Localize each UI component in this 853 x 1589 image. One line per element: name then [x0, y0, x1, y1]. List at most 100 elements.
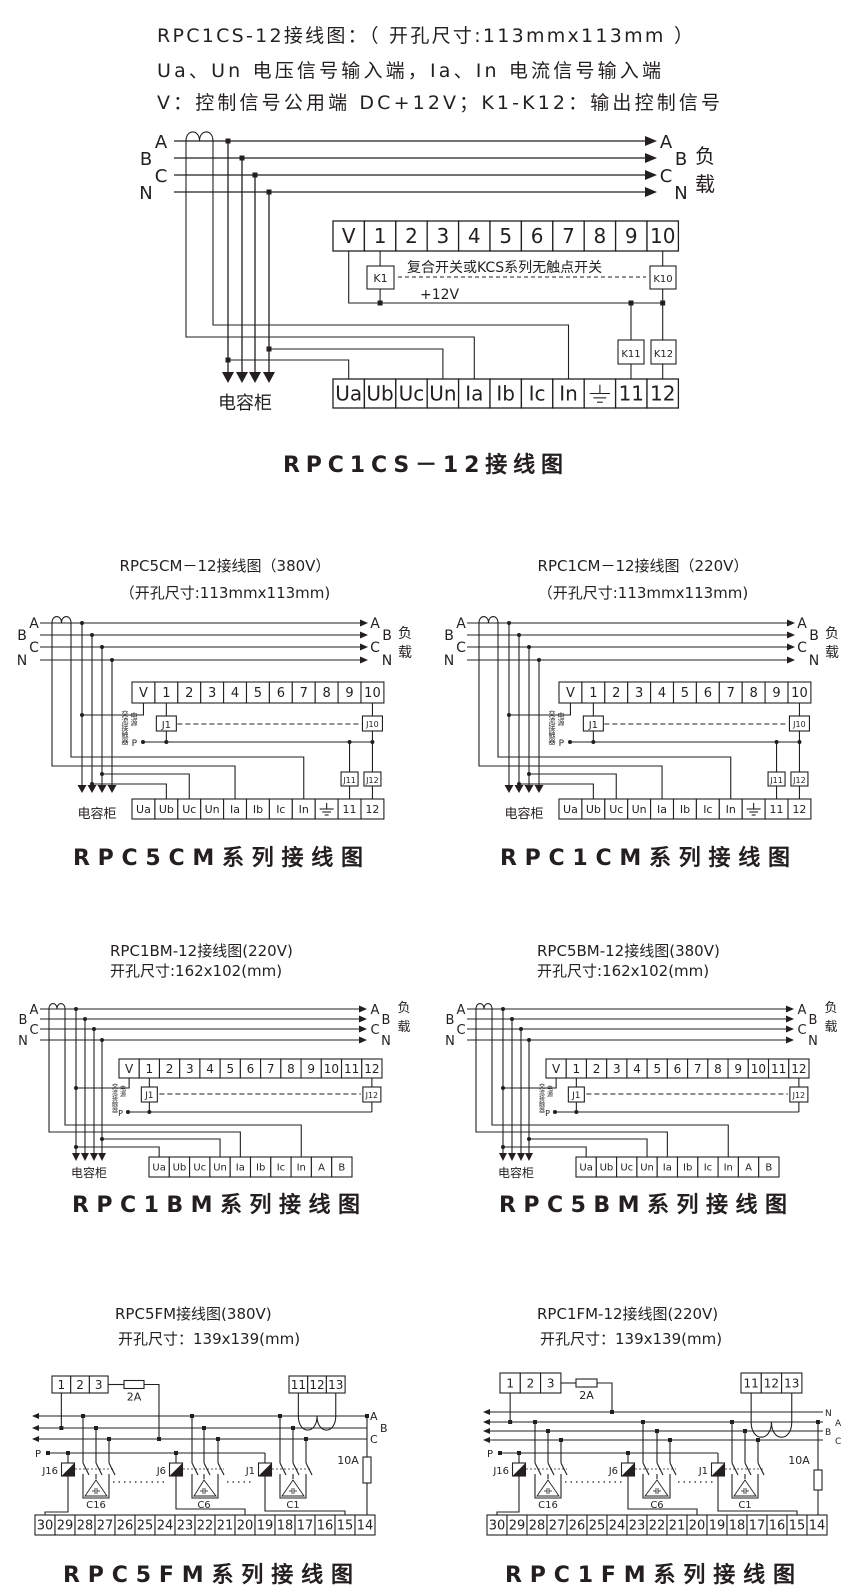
- phase-label-out: B: [382, 1013, 391, 1028]
- wire: [597, 1382, 613, 1412]
- junction-dot: [90, 633, 94, 637]
- junction-dot: [591, 740, 596, 744]
- relay-label: J12: [792, 776, 806, 785]
- terminal-label: Uc: [399, 382, 425, 406]
- relay-label: J6: [156, 1466, 166, 1477]
- arrow-down-icon: [81, 1153, 89, 1161]
- terminal-label: 4: [231, 686, 239, 701]
- junction-dot: [517, 782, 521, 786]
- junction-dot: [100, 1038, 104, 1042]
- relay-coil-icon: [710, 1462, 726, 1477]
- terminal-label: 21: [669, 1519, 686, 1534]
- terminal-cell: [646, 378, 680, 409]
- bus-label: A: [370, 1410, 378, 1423]
- capacitor-bank-icon: [642, 1479, 671, 1499]
- terminal-label: 5: [653, 1062, 661, 1076]
- terminal-cell: [395, 378, 428, 409]
- capacitor-label: C1: [286, 1500, 299, 1511]
- terminal-cell: [332, 220, 366, 252]
- fuse-label: 10A: [788, 1454, 810, 1467]
- terminal-cell: [354, 1514, 376, 1536]
- capacitor-cabinet-label: 电容柜: [498, 1165, 534, 1180]
- arrow-right-icon: [359, 1025, 367, 1033]
- terminal-label: 11: [344, 1062, 359, 1076]
- load-label: 负: [398, 626, 412, 642]
- terminal-label: Ib: [683, 1163, 692, 1174]
- arrow-down-icon: [97, 785, 107, 793]
- terminal-label: 1: [162, 686, 170, 701]
- power-label: 电源: [557, 711, 565, 727]
- junction-dot: [553, 1110, 557, 1114]
- phase-label-out: B: [809, 628, 819, 644]
- terminal-label: 17: [749, 1519, 766, 1534]
- relay-label: J1: [245, 1466, 255, 1477]
- junction-dot: [74, 1086, 78, 1090]
- relay-coil-fill: [711, 1463, 725, 1476]
- terminal-label: 30: [37, 1519, 54, 1534]
- contact-icon: [191, 1462, 199, 1476]
- relay-label: J1: [588, 720, 598, 731]
- phase-label-in: A: [30, 1003, 39, 1018]
- terminal-label: V: [139, 686, 148, 701]
- wire: [144, 1383, 160, 1439]
- supply-12v-line: [348, 251, 663, 304]
- terminal-label: Un: [205, 803, 220, 816]
- terminal-label: 27: [549, 1519, 566, 1534]
- contactor-label: 交流接触器: [548, 709, 556, 746]
- terminal-label: Ia: [236, 1163, 245, 1174]
- relay-coil-icon: [168, 1462, 184, 1477]
- arrow-down-icon: [90, 1153, 98, 1161]
- ia-wire: [478, 623, 663, 799]
- terminal-label: Un: [632, 803, 647, 816]
- diagram-subtitle: RPC5FM接线图(380V): [115, 1305, 272, 1323]
- load-label: 负: [825, 626, 839, 642]
- contact-icon: [731, 1462, 739, 1476]
- terminal-label: 8: [750, 686, 758, 701]
- terminal-label: 2: [593, 1062, 601, 1076]
- terminal-label: V: [552, 1062, 561, 1076]
- arrow-down-icon: [517, 1153, 525, 1161]
- supply-wire: [76, 1078, 130, 1089]
- phase-label-out: C: [797, 1023, 806, 1038]
- supply-label: +12V: [420, 287, 460, 303]
- phase-label-in: N: [18, 1034, 28, 1049]
- arrow-left-icon: [483, 1437, 490, 1443]
- terminal-label: Ib: [253, 803, 263, 816]
- terminal-label: 27: [97, 1519, 114, 1534]
- terminal-label: Ua: [152, 1163, 165, 1174]
- contact-icon: [560, 1462, 568, 1476]
- terminal-label: 25: [589, 1519, 606, 1534]
- phase-label-out: A: [798, 1003, 807, 1018]
- relay-coil-fill: [621, 1463, 635, 1476]
- terminal-label: 2: [185, 686, 193, 701]
- arrow-down-icon: [98, 1153, 106, 1161]
- arrow-right-icon: [787, 619, 795, 627]
- phase-label-in: A: [456, 616, 466, 632]
- terminal-label: 15: [337, 1519, 354, 1534]
- terminal-label: 24: [157, 1519, 174, 1534]
- arrow-right-icon: [359, 1005, 367, 1013]
- phase-label-out: C: [370, 1023, 379, 1038]
- contact-icon: [305, 1462, 313, 1476]
- bus-label: N: [825, 1409, 832, 1419]
- phase-label-in: B: [446, 1013, 455, 1028]
- capacitor-housing: [731, 1479, 759, 1499]
- terminal-label: 2: [612, 686, 620, 701]
- terminal-label: B: [338, 1163, 345, 1174]
- terminal-label: 5: [226, 1062, 234, 1076]
- terminal-label: 14: [809, 1519, 826, 1534]
- ia-wire: [51, 623, 236, 799]
- arrow-left-icon: [483, 1428, 490, 1434]
- fuse-label: 2A: [127, 1391, 142, 1404]
- phase-label-in: A: [155, 132, 168, 153]
- arrow-right-icon: [645, 153, 657, 163]
- fuse-label: 2A: [579, 1389, 594, 1402]
- relay-label: K12: [654, 349, 673, 360]
- terminal-cell: [806, 1514, 828, 1536]
- terminal-label: 10: [791, 686, 808, 701]
- phase-label-out: C: [797, 640, 807, 656]
- terminal-cell: [363, 378, 397, 409]
